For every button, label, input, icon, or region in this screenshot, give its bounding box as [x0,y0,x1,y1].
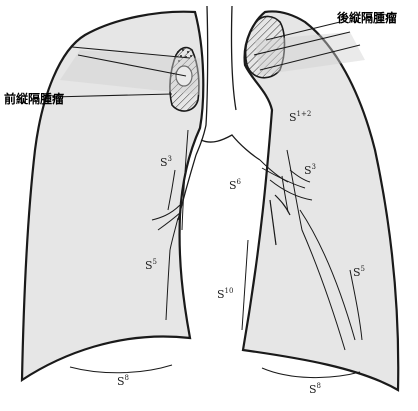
fissure-lines [165,129,363,351]
posterior-tumor-mass [244,15,286,79]
anterior-tumor-label: 前縦隔腫瘤 [4,92,65,106]
posterior-tumor-label: 後縦隔腫瘤 [337,11,398,25]
segment-label-left-s10: S10 [217,287,234,301]
base-braces [69,364,361,379]
segment-label-right-s5: S5 [145,258,158,272]
right-apex-shadow [60,50,200,95]
segment-label-left-s6: S6 [229,178,242,192]
bronchi [151,159,313,251]
leader-lines [51,21,361,98]
hilar-marks [269,194,291,246]
segment-label-left-s5: S5 [353,265,366,279]
mediastinum-lines [177,5,261,221]
segment-label-left-s8: S8 [309,382,322,396]
segment-label-left-s1-2: S1+2 [289,110,312,124]
segment-label-left-s3: S3 [304,163,317,177]
segment-label-right-s3: S3 [160,155,173,169]
right-lung [20,10,205,383]
segment-label-right-s8: S8 [117,374,130,388]
